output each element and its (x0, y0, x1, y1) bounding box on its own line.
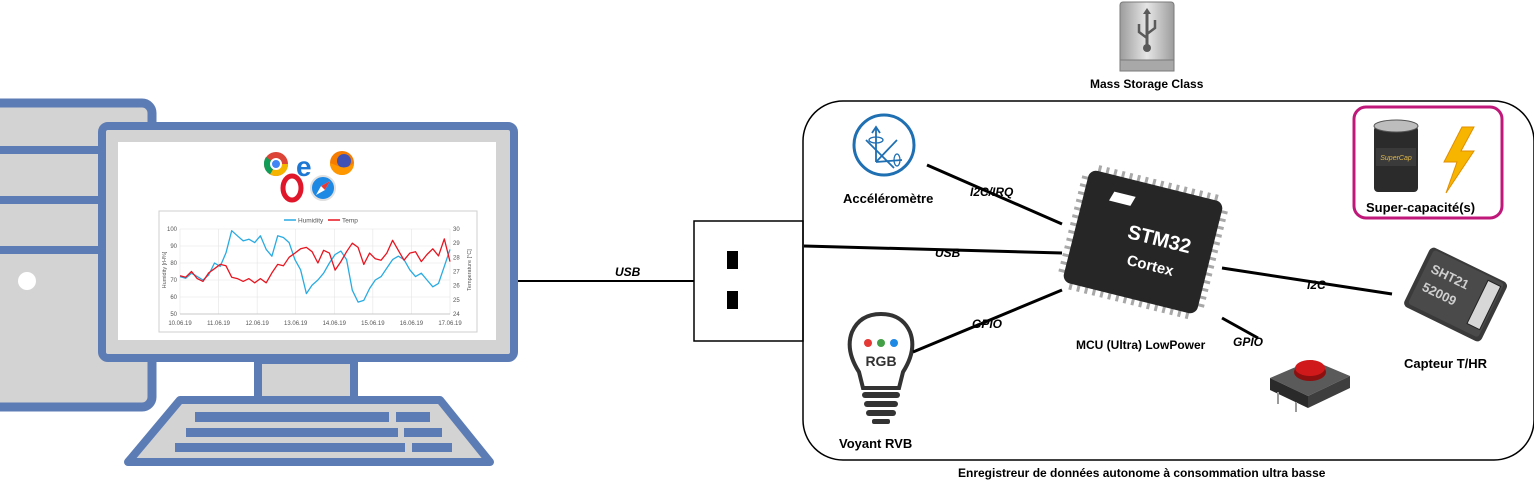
i2c-irq-line (926, 163, 1063, 226)
usb-internal-line (803, 244, 1063, 255)
edge-label-usb-internal: USB (935, 246, 961, 260)
chrome-icon (263, 152, 288, 177)
chart-ytick-left: 90 (170, 244, 177, 250)
svg-text:SuperCap: SuperCap (1380, 155, 1412, 162)
led-text: RGB (865, 353, 896, 369)
edge-label-usb-host: USB (615, 265, 641, 279)
chart-series (179, 230, 451, 303)
datalogger-box (802, 100, 1534, 461)
sensor-label: Capteur T/HR (1404, 356, 1488, 371)
chart-ytick-left: 50 (170, 312, 177, 318)
chart-ytick-right: 27 (453, 270, 460, 276)
safari-icon (310, 175, 336, 201)
chart-xtick: 10.06.19 (168, 321, 192, 327)
lightning-icon (1443, 126, 1475, 194)
chart-xtick: 16.06.19 (400, 321, 424, 327)
mcu-label: MCU (Ultra) LowPower (1076, 338, 1206, 352)
chart-ytick-left: 70 (170, 278, 177, 284)
rgb-led-icon: RGB (847, 311, 915, 424)
opera-icon (280, 173, 304, 203)
chart-xtick: 11.06.19 (207, 321, 231, 327)
chart-grid (179, 228, 451, 315)
mass-storage-icon (1119, 1, 1175, 72)
accelerometer-icon (852, 113, 916, 177)
chart-series-humidity (179, 230, 451, 303)
chart-ytick-right: 26 (453, 284, 460, 290)
legend-humidity: Humidity (298, 218, 324, 225)
chart-ytick-left: 80 (170, 261, 177, 267)
svg-text:e: e (296, 151, 312, 182)
accelerometer-label: Accéléromètre (843, 191, 934, 206)
chart-ylabel-right: Temperature [°C] (467, 249, 473, 291)
chart-ytick-right: 25 (453, 298, 460, 304)
edge-label-i2c-sensor: I2C (1307, 278, 1326, 292)
push-button-icon (1270, 360, 1350, 412)
usb-connector (693, 220, 804, 342)
mcu-chip: STM32 Cortex (1058, 165, 1228, 320)
chart-series-temp (179, 238, 451, 284)
humidity-temperature-chart: 50 60 70 80 90 100 24 25 26 27 28 29 30 10.06.19 11.06… (158, 210, 478, 333)
edge-icon: e (296, 151, 312, 182)
gpio-led-line (912, 288, 1063, 354)
firefox-icon (330, 151, 354, 175)
keyboard (124, 396, 494, 466)
chart-ytick-left: 100 (167, 227, 178, 233)
chart-xtick: 17.06.19 (438, 321, 462, 327)
mass-storage-label: Mass Storage Class (1090, 77, 1204, 91)
gpio-button-line (1221, 316, 1259, 340)
chart-xtick: 13.06.19 (284, 321, 308, 327)
chart-ytick-right: 24 (453, 312, 460, 318)
chart-ytick-right: 30 (453, 227, 460, 233)
chart-tick-labels: 50 60 70 80 90 100 24 25 26 27 28 29 30 10.06.19 11.06… (167, 227, 462, 327)
chart-xtick: 14.06.19 (323, 321, 347, 327)
supercap-box: SuperCap (1352, 105, 1504, 220)
chart-xtick: 12.06.19 (245, 321, 269, 327)
edge-label-gpio-led: GPIO (972, 317, 1003, 331)
supercap-label: Super-capacité(s) (1366, 200, 1476, 215)
browser-icons: e (263, 151, 354, 203)
capacitor-icon: SuperCap (1373, 119, 1419, 192)
chart-xtick: 15.06.19 (361, 321, 385, 327)
edge-label-i2c-irq: I2C/IRQ (970, 185, 1014, 199)
chart-legend: Humidity Temp (284, 218, 358, 225)
chart-ytick-right: 28 (453, 255, 460, 261)
chart-ytick-left: 60 (170, 295, 177, 301)
chart-ylabel-left: Humidity [rH%] (162, 251, 168, 288)
sensor-chip: SHT21 52009 (1404, 247, 1508, 342)
datalogger-label: Enregistreur de données autonome à conso… (958, 466, 1326, 480)
led-label: Voyant RVB (839, 436, 913, 451)
edge-label-gpio-button: GPIO (1233, 335, 1264, 349)
legend-temp: Temp (342, 218, 358, 225)
chart-ytick-right: 29 (453, 241, 460, 247)
i2c-sensor-line (1221, 266, 1393, 296)
